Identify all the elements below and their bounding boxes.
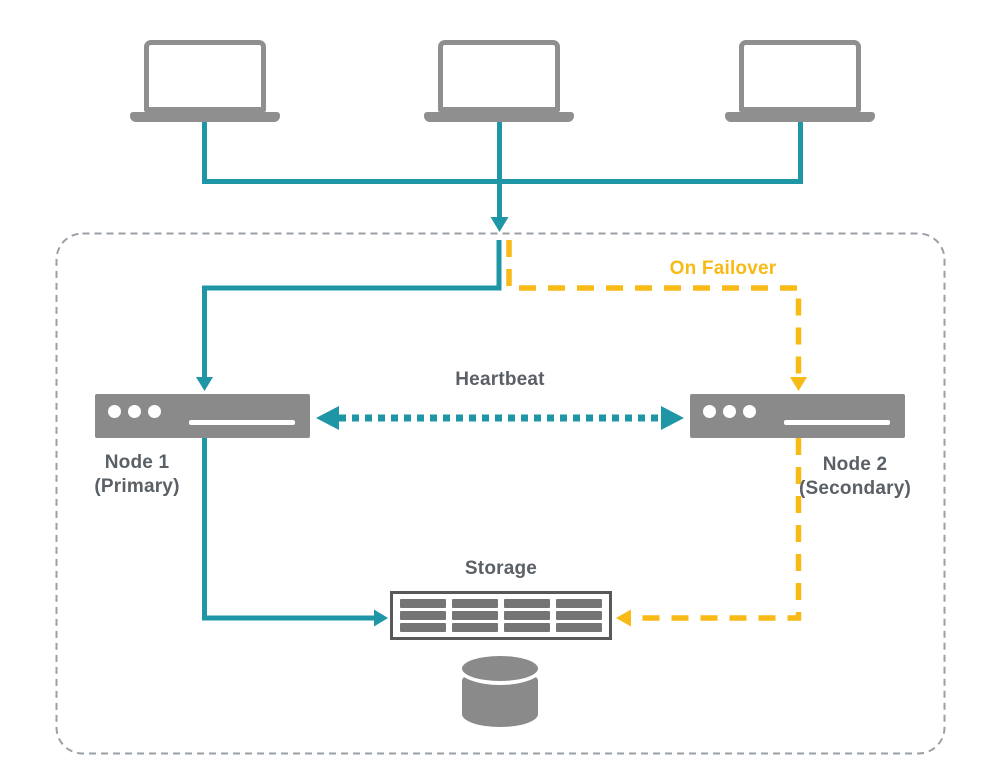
- node2-to-storage-path: [631, 438, 802, 621]
- server-led-icon: [723, 405, 736, 418]
- disk-bar: [452, 623, 498, 632]
- server-slot-icon: [784, 420, 890, 425]
- disk-bar: [452, 611, 498, 620]
- disk-bar: [504, 611, 550, 620]
- cylinder-top: [462, 656, 538, 681]
- node2-role: (Secondary): [798, 478, 911, 499]
- node1-role: (Primary): [94, 476, 180, 497]
- node1-label: Node 1 (Primary): [27, 451, 247, 499]
- node2-server-icon: [690, 394, 905, 438]
- node1-server-icon: [95, 394, 310, 438]
- server-led-icon: [703, 405, 716, 418]
- heartbeat-arrowhead-right: [661, 406, 684, 430]
- disk-bar: [556, 611, 602, 620]
- arrowhead-storage-right: [616, 609, 631, 627]
- server-led-icon: [108, 405, 121, 418]
- client-laptop-3: [725, 40, 875, 122]
- server-led-icon: [148, 405, 161, 418]
- laptop-base: [725, 112, 875, 122]
- client-laptop-1: [130, 40, 280, 122]
- laptop-icon: [438, 40, 560, 112]
- client-network-bracket: [202, 122, 803, 184]
- node1-name: Node 1: [104, 452, 170, 473]
- database-cylinder-icon: [462, 656, 538, 728]
- node2-label: Node 2 (Secondary): [745, 453, 965, 501]
- active-path-to-node1: [202, 240, 502, 377]
- disk-bar: [400, 611, 446, 620]
- failover-path-to-node2: [506, 240, 802, 375]
- disk-bar: [400, 599, 446, 608]
- disk-bar: [504, 623, 550, 632]
- arrowhead-storage-left: [374, 609, 388, 627]
- on-failover-label: On Failover: [669, 258, 777, 279]
- arrowhead-node2: [790, 377, 807, 391]
- storage-label: Storage: [464, 558, 538, 579]
- laptop-icon: [144, 40, 266, 112]
- arrowhead-into-cluster: [490, 217, 509, 232]
- node1-to-storage-path: [202, 438, 374, 621]
- heartbeat-arrowhead-left: [316, 406, 339, 430]
- heartbeat-label: Heartbeat: [455, 369, 545, 390]
- server-led-icon: [128, 405, 141, 418]
- node2-name: Node 2: [822, 454, 888, 475]
- disk-bar: [556, 599, 602, 608]
- cluster-boundary: [55, 232, 946, 755]
- server-led-icon: [743, 405, 756, 418]
- storage-array-icon: [390, 591, 612, 640]
- server-slot-icon: [189, 420, 295, 425]
- disk-bar: [556, 623, 602, 632]
- laptop-base: [424, 112, 574, 122]
- laptop-icon: [739, 40, 861, 112]
- arrowhead-node1: [196, 377, 213, 391]
- laptop-base: [130, 112, 280, 122]
- disk-bar: [400, 623, 446, 632]
- client-laptop-2: [424, 40, 574, 122]
- disk-bar: [452, 599, 498, 608]
- disk-bar: [504, 599, 550, 608]
